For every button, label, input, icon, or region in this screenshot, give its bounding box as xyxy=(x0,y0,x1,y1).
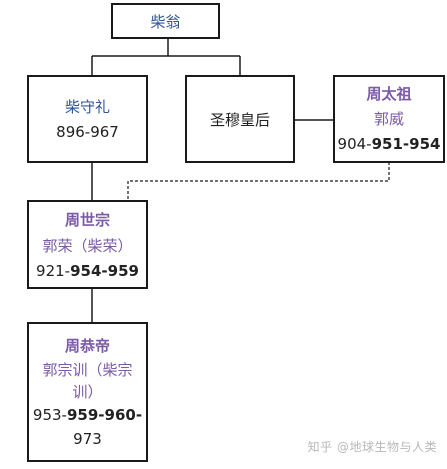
zhou-shizong-year-start: 921- xyxy=(36,261,71,280)
zhou-shizong-years: 921-954-959 xyxy=(36,259,139,283)
empress-name: 圣穆皇后 xyxy=(209,110,270,129)
zhou-gongdi-year-start: 953- xyxy=(32,406,67,424)
zhou-taizu-title: 周太祖 xyxy=(366,85,412,103)
zhou-taizu-alias: 郭威 xyxy=(373,110,404,128)
node-empress: 圣穆皇后 xyxy=(185,75,295,163)
zhou-gongdi-alias-line2: 训） xyxy=(72,383,103,401)
node-chai-weng: 柴翁 xyxy=(111,3,220,39)
zhou-taizu-years: 904-951-954 xyxy=(338,132,441,156)
zhou-shizong-alias: 郭荣（柴荣） xyxy=(42,236,133,255)
zhou-shizong-year-reign: 954-959 xyxy=(70,261,139,280)
zhou-gongdi-years: 953-959-960- xyxy=(33,403,142,427)
zhou-shizong-title: 周世宗 xyxy=(64,210,110,229)
node-zhou-shizong: 周世宗 郭荣（柴荣） 921-954-959 xyxy=(27,200,148,289)
chai-weng-name: 柴翁 xyxy=(150,12,181,31)
chai-shouli-name: 柴守礼 xyxy=(64,98,110,116)
connector-adoption-dashed xyxy=(127,162,390,201)
zhou-taizu-year-reign: 951-954 xyxy=(371,135,441,153)
zhou-taizu-year-start: 904- xyxy=(337,135,372,153)
zhou-gongdi-year-dash: - xyxy=(135,406,143,424)
zhou-gongdi-year-reign: 959-960 xyxy=(66,406,136,424)
zhou-gongdi-title: 周恭帝 xyxy=(64,337,110,355)
zhou-gongdi-year-end: 973 xyxy=(73,430,102,448)
chai-shouli-years: 896-967 xyxy=(56,123,119,141)
node-zhou-gongdi: 周恭帝 郭宗训（柴宗 训） 953-959-960- 973 xyxy=(27,322,148,462)
node-chai-shouli: 柴守礼 896-967 xyxy=(27,75,148,163)
watermark: 知乎 @地球生物与人类 xyxy=(307,440,437,454)
zhou-gongdi-alias-line1: 郭宗训（柴宗 xyxy=(42,361,133,379)
node-zhou-taizu: 周太祖 郭威 904-951-954 xyxy=(333,75,445,163)
